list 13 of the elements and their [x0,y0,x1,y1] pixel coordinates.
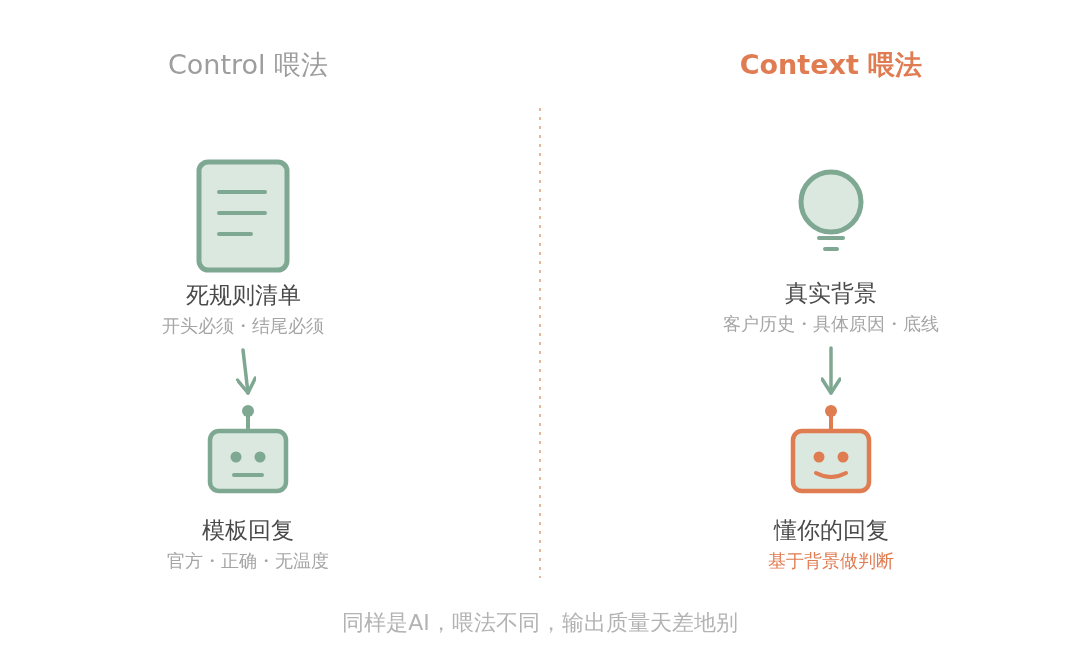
node-subtitle: 基于背景做判断 [768,549,894,573]
node-title: 真实背景 [785,279,877,308]
column-heading: Control 喂法 [167,48,329,82]
node-subtitle: 开头必须・结尾必须 [162,314,324,338]
node-title: 模板回复 [202,516,294,545]
arrow [820,346,842,395]
column-heading: Context 喂法 [739,48,923,82]
node-title: 懂你的回复 [773,516,889,545]
node-title: 死规则清单 [185,281,301,310]
arrow [235,348,258,395]
node-subtitle: 官方・正确・无温度 [167,549,329,573]
caption: 同样是AI，喂法不同，输出质量天差地别 [342,609,738,637]
node-subtitle: 客户历史・具体原因・底线 [723,312,939,336]
